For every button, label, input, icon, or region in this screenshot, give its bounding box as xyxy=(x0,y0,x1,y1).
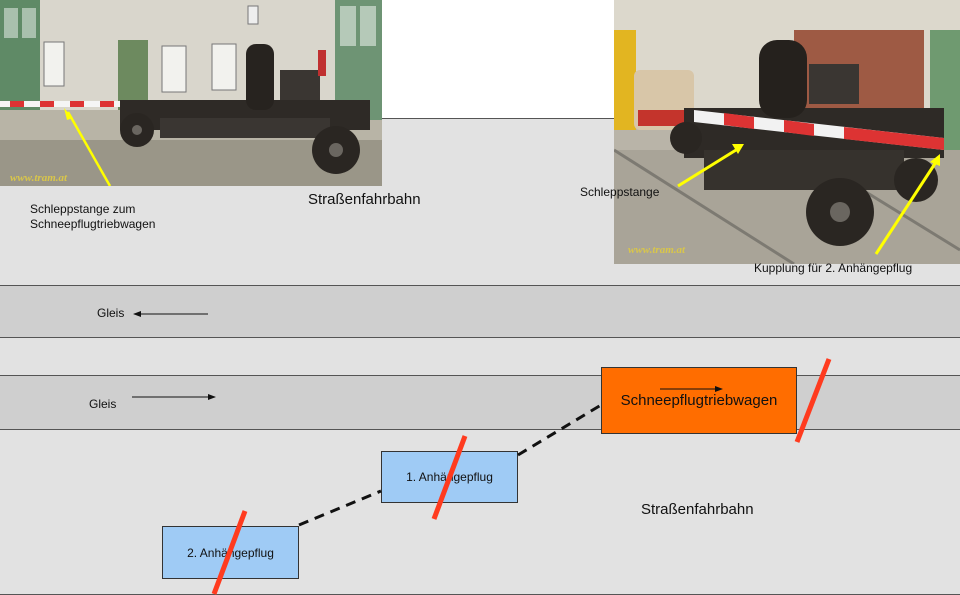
second-trailer-plow: 2. Anhängepflug xyxy=(162,526,299,579)
photo-right: www.tram.at xyxy=(614,0,960,264)
road-label-bottom: Straßenfahrbahn xyxy=(641,501,754,518)
first-trailer-plow-label: 1. Anhängepflug xyxy=(406,470,493,484)
track-band-1 xyxy=(0,285,960,338)
caption-tow-bar-line1: Schleppstange zum xyxy=(30,202,136,216)
track-band-2 xyxy=(0,375,960,430)
snowplow-railcar-label: Schneepflugtriebwagen xyxy=(620,392,778,409)
photo-right-image xyxy=(614,0,960,264)
first-trailer-plow: 1. Anhängepflug xyxy=(381,451,518,503)
label-tow-bar: Schleppstange xyxy=(580,185,660,199)
road-label-top: Straßenfahrbahn xyxy=(308,191,421,208)
track-label-2: Gleis xyxy=(89,397,117,411)
photo-left-watermark: www.tram.at xyxy=(10,172,68,184)
second-trailer-plow-label: 2. Anhängepflug xyxy=(187,545,274,560)
snowplow-railcar: Schneepflugtriebwagen xyxy=(601,367,797,434)
track-label-1: Gleis xyxy=(97,306,125,320)
photo-right-watermark: www.tram.at xyxy=(628,244,686,256)
caption-tow-bar-line2: Schneepflugtriebwagen xyxy=(30,217,156,231)
photo-left-image xyxy=(0,0,382,186)
road-band-middle xyxy=(0,338,960,376)
label-coupling: Kupplung für 2. Anhängepflug xyxy=(754,261,913,275)
photo-left: www.tram.at xyxy=(0,0,382,186)
